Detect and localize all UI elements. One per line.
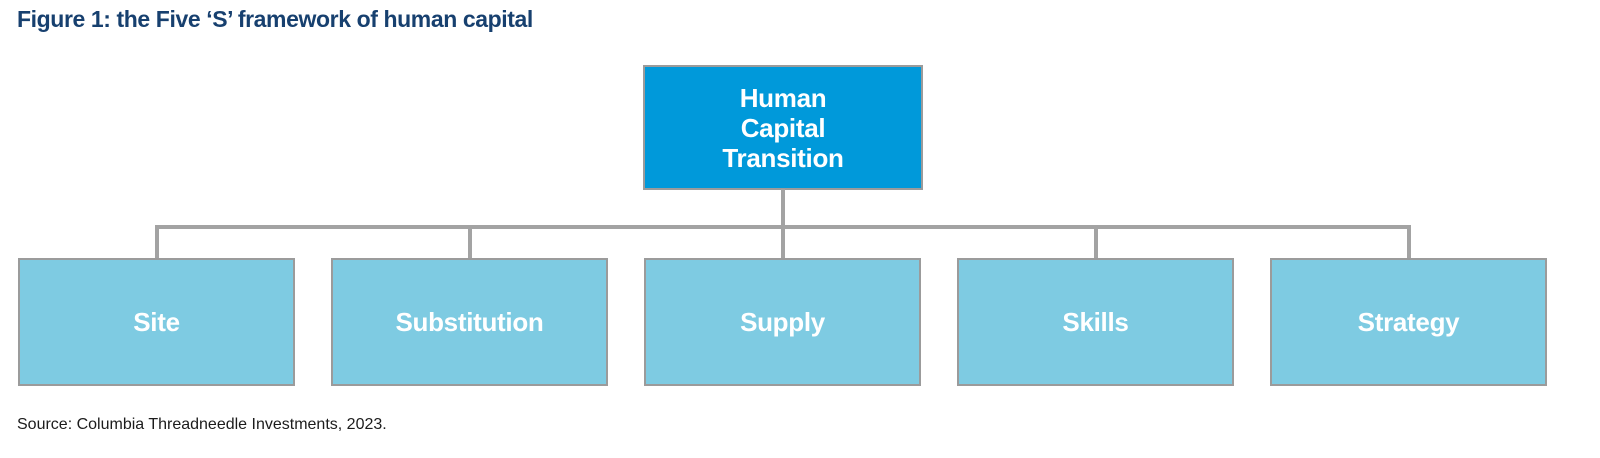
child-node-strategy: Strategy	[1270, 258, 1547, 386]
connector-drop-substitution	[468, 225, 472, 259]
node-label: Substitution	[395, 307, 544, 337]
root-node-label-line-3: Transition	[722, 142, 844, 173]
connector-root-stem	[781, 189, 785, 229]
node-label: Site	[133, 307, 180, 337]
child-node-supply: Supply	[644, 258, 921, 386]
figure-title: Figure 1: the Five ‘S’ framework of huma…	[17, 6, 533, 32]
child-node-substitution: Substitution	[331, 258, 608, 386]
node-label: Strategy	[1357, 307, 1460, 337]
connector-drop-supply	[781, 225, 785, 259]
node-label: Supply	[740, 307, 825, 337]
connector-drop-skills	[1094, 225, 1098, 259]
child-node-site: Site	[18, 258, 295, 386]
root-node-label-line-2: Capital	[740, 112, 826, 143]
root-node-human-capital-transition: Human Capital Transition	[643, 65, 923, 190]
node-label: Skills	[1062, 307, 1129, 337]
child-node-skills: Skills	[957, 258, 1234, 386]
connector-drop-strategy	[1407, 225, 1411, 259]
connector-drop-site	[155, 225, 159, 259]
root-node-label-line-1: Human	[739, 82, 827, 113]
source-caption: Source: Columbia Threadneedle Investment…	[17, 416, 387, 433]
